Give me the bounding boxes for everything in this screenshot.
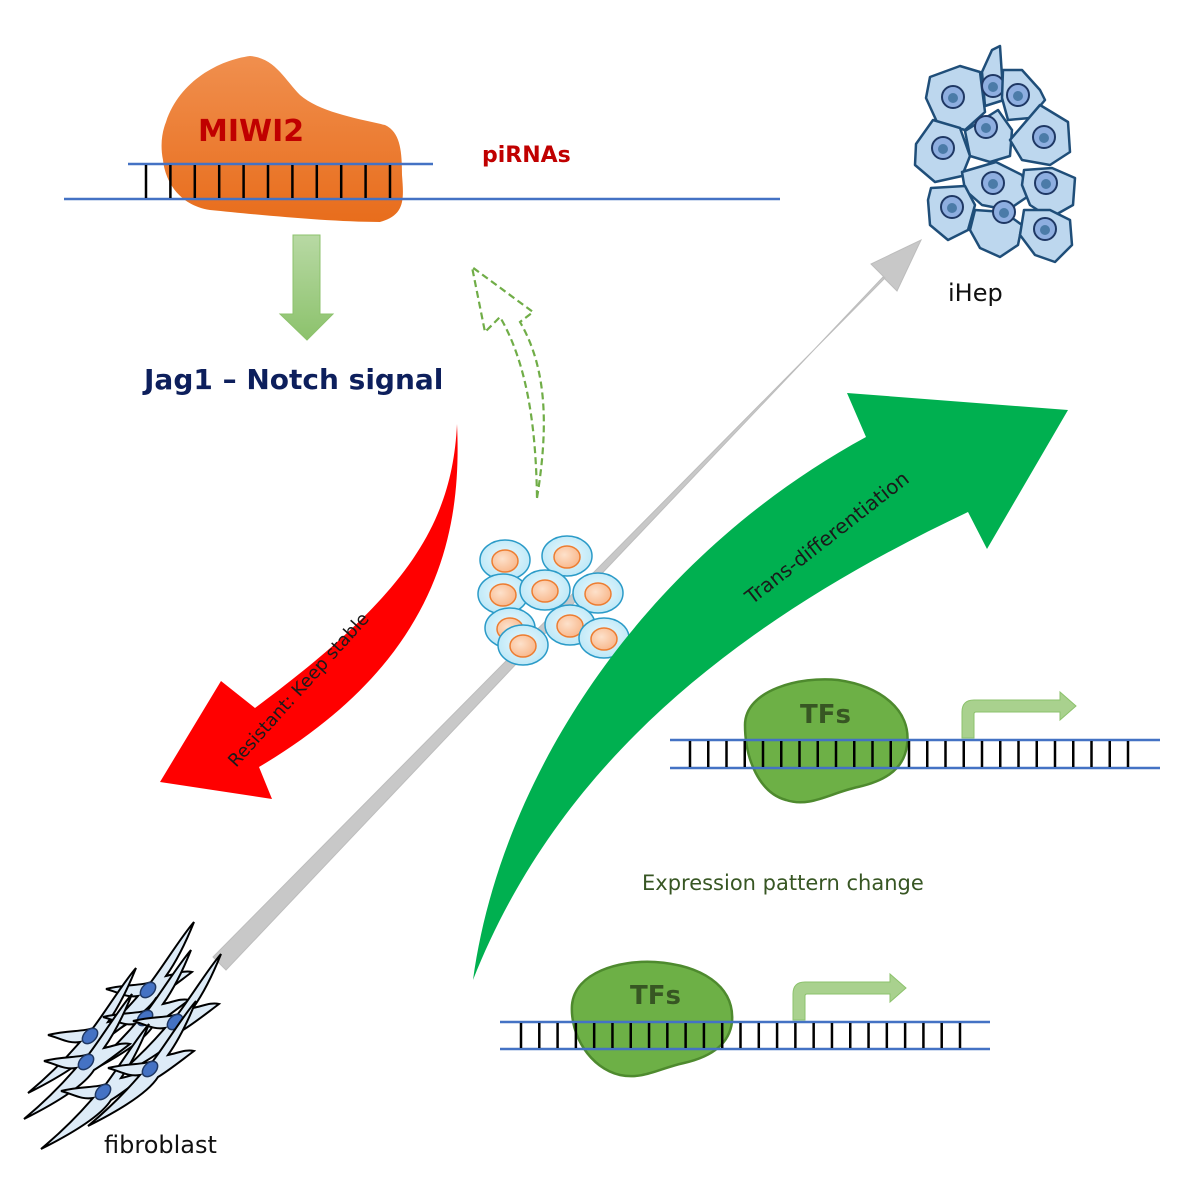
chromatin bbox=[988, 179, 998, 189]
chromatin bbox=[999, 208, 1009, 218]
dna-rungs bbox=[688, 741, 1130, 767]
intermediate-cell-nucleus bbox=[489, 583, 517, 607]
resistance-arrow: Resistant: Keep stable bbox=[160, 424, 458, 799]
fibroblast-nucleus bbox=[141, 1060, 159, 1078]
intermediate-cell-nucleus bbox=[553, 545, 581, 569]
ihep-cell-cluster bbox=[913, 44, 1077, 264]
intermediate-cell-nucleus bbox=[590, 627, 618, 651]
upper-tfs-label: TFs bbox=[800, 700, 851, 730]
intermediate-cell-cluster bbox=[477, 535, 630, 666]
fibroblast-nucleus bbox=[77, 1053, 95, 1071]
ihep-label: iHep bbox=[948, 279, 1003, 307]
chromatin bbox=[988, 82, 998, 92]
lower-tf-dna-unit: TFs bbox=[500, 960, 990, 1078]
fibroblast-cell bbox=[23, 993, 133, 1120]
intermediate-cell-nucleus bbox=[531, 579, 559, 603]
intermediate-cell-nucleus bbox=[491, 549, 519, 573]
chromatin bbox=[1040, 225, 1050, 235]
dna-rungs bbox=[519, 1023, 962, 1048]
chromatin bbox=[948, 93, 958, 103]
chromatin bbox=[1039, 133, 1049, 143]
pirnas-label: piRNAs bbox=[482, 143, 571, 168]
fibroblast-cell bbox=[112, 953, 222, 1080]
upper-transcription-start-arrow bbox=[961, 690, 1077, 739]
fibroblast-cluster bbox=[23, 921, 222, 1150]
lower-tfs-label: TFs bbox=[630, 981, 681, 1011]
fibroblast-nucleus bbox=[139, 981, 157, 999]
chromatin bbox=[981, 123, 991, 133]
miwi2-protein bbox=[161, 56, 403, 222]
chromatin bbox=[947, 203, 957, 213]
chromatin bbox=[1013, 91, 1023, 101]
upper-tf-dna-unit: TFs bbox=[670, 678, 1160, 804]
fibroblast-nucleus bbox=[94, 1083, 112, 1101]
miwi2-pirna-complex: MIWI2 piRNAs bbox=[64, 56, 780, 222]
chromatin bbox=[1041, 179, 1051, 189]
chromatin bbox=[938, 144, 948, 154]
intermediate-cell-nucleus bbox=[584, 582, 612, 606]
fibroblast-label: fibroblast bbox=[104, 1131, 217, 1159]
lower-transcription-start-arrow bbox=[792, 972, 907, 1021]
miwi2-label: MIWI2 bbox=[198, 114, 304, 149]
intermediate-cell-nucleus bbox=[509, 634, 537, 658]
base-pair-rungs bbox=[144, 165, 392, 198]
fibroblast-cell bbox=[87, 1000, 197, 1127]
lower-tf-protein bbox=[570, 960, 734, 1078]
down-arrow bbox=[278, 234, 335, 341]
fibroblast-nucleus bbox=[81, 1027, 99, 1045]
jag1-notch-signal-label: Jag1 – Notch signal bbox=[142, 363, 443, 396]
expression-pattern-change-label: Expression pattern change bbox=[642, 871, 924, 895]
dashed-feedback-arrow bbox=[470, 264, 545, 499]
fibroblast-cell bbox=[40, 1023, 150, 1150]
